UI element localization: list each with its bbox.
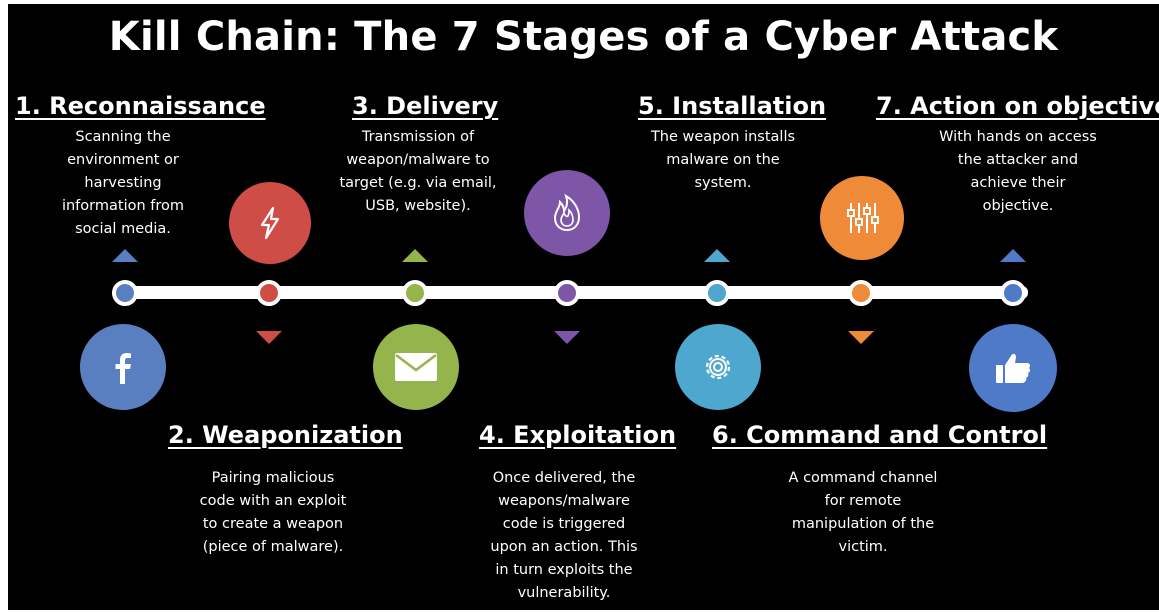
gear-icon — [700, 349, 736, 385]
stage-3-heading: 3. Delivery — [352, 92, 499, 120]
stage-7-description: With hands on access the attacker and ac… — [939, 129, 1097, 214]
timeline-node-2 — [256, 280, 282, 306]
timeline-node-7 — [1000, 280, 1026, 306]
stage-4-heading: 4. Exploitation — [479, 421, 677, 449]
stage-3-badge — [373, 324, 459, 410]
facebook-icon — [108, 350, 138, 384]
stage-2-description: Pairing malicious code with an exploit t… — [199, 470, 347, 555]
timeline-node-5 — [704, 280, 730, 306]
stage-7-badge — [969, 324, 1057, 412]
lightning-icon — [257, 206, 283, 240]
stage-7-marker — [1000, 249, 1026, 262]
infographic-canvas: Kill Chain: The 7 Stages of a Cyber Atta… — [8, 4, 1159, 610]
stage-7-heading: 7. Action on objectives — [876, 92, 1159, 120]
stage-1-heading: 1. Reconnaissance — [15, 92, 266, 120]
stage-1-badge — [80, 324, 166, 410]
stage-3-description: Transmission of weapon/malware to target… — [339, 129, 497, 214]
timeline-node-6 — [848, 280, 874, 306]
stage-6-badge — [820, 176, 904, 260]
stage-2-marker — [256, 331, 282, 344]
stage-4-description: Once delivered, the weapons/malware code… — [490, 470, 638, 601]
stage-4-marker — [554, 331, 580, 344]
stage-6-marker — [848, 331, 874, 344]
stage-6-description: A command channel for remote manipulatio… — [788, 470, 938, 555]
page-title: Kill Chain: The 7 Stages of a Cyber Atta… — [108, 14, 1059, 60]
fire-icon — [552, 194, 582, 232]
timeline-node-3 — [402, 280, 428, 306]
stage-2-heading: 2. Weaponization — [168, 421, 403, 449]
stage-2-badge — [229, 182, 311, 264]
stage-5-description: The weapon installs malware on the syste… — [650, 129, 796, 191]
stage-5-heading: 5. Installation — [638, 92, 827, 120]
timeline-node-1 — [112, 280, 138, 306]
stage-1-description: Scanning the environment or harvesting i… — [61, 129, 185, 237]
timeline-node-4 — [554, 280, 580, 306]
stage-5-badge — [675, 324, 761, 410]
stage-5-marker — [704, 249, 730, 262]
stage-1-marker — [112, 249, 138, 262]
thumbs-up-icon — [994, 351, 1032, 385]
stage-6-heading: 6. Command and Control — [712, 421, 1048, 449]
sliders-icon — [845, 202, 879, 234]
stage-4-badge — [524, 170, 610, 256]
stage-3-marker — [402, 249, 428, 262]
envelope-icon — [394, 352, 438, 382]
